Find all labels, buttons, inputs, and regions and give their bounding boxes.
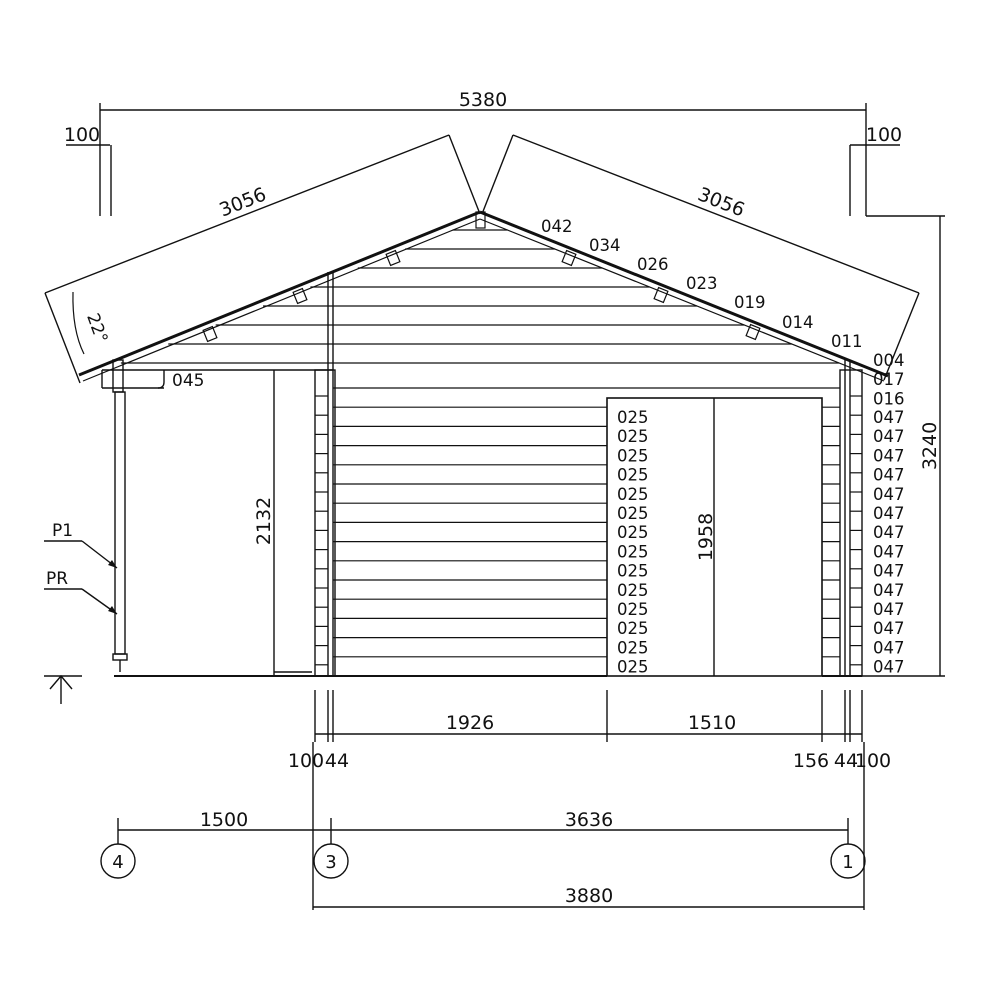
axis-marker-3-text: 3: [325, 852, 336, 873]
door-label: 025: [617, 542, 649, 561]
axis-marker-1-text: 1: [842, 852, 853, 873]
dimension-wall-segments: 1926 1510 100 44 156 44 100: [288, 690, 891, 772]
rafter-dimension-left: 3056: [44, 134, 481, 384]
dimension-1958: 1958: [695, 513, 717, 561]
gable-label: 014: [782, 313, 814, 332]
door-label: 025: [617, 523, 649, 542]
roof-angle-text: 22°: [82, 311, 111, 346]
side-label: 047: [873, 542, 905, 561]
axis-marker-3: 3: [313, 843, 349, 879]
side-label: 047: [873, 408, 905, 427]
side-label: 016: [873, 389, 905, 408]
door-labels: 0250250250250250250250250250250250250250…: [617, 408, 649, 677]
door-height-text: 1958: [695, 513, 717, 561]
side-labels: 0040170160470470470470470470470470470470…: [873, 351, 905, 677]
door-label: 025: [617, 658, 649, 677]
side-label: 047: [873, 581, 905, 600]
side-label: 047: [873, 523, 905, 542]
side-label: 047: [873, 619, 905, 638]
dimension-3880: 3880: [312, 742, 865, 910]
overall-base-text: 3880: [565, 885, 613, 907]
wall-segment-b-text: 1510: [688, 712, 736, 734]
door-label: 025: [617, 581, 649, 600]
leader-pr-text: PR: [46, 569, 68, 589]
dimension-5380: 5380: [99, 89, 867, 216]
side-label: 047: [873, 504, 905, 523]
porch-height-text: 2132: [253, 497, 275, 545]
wall-segment-a-text: 1926: [446, 712, 494, 734]
side-label: 047: [873, 427, 905, 446]
door-label: 025: [617, 600, 649, 619]
gable-label: 034: [589, 236, 621, 255]
bottom-right-156-text: 156: [793, 750, 829, 772]
door-label: 025: [617, 619, 649, 638]
leader-p1-text: P1: [52, 521, 73, 541]
door-label: 025: [617, 485, 649, 504]
axis-marker-4-text: 4: [112, 852, 123, 873]
door-label: 025: [617, 562, 649, 581]
door-label: 025: [617, 408, 649, 427]
axis-marker-4: 4: [100, 843, 136, 879]
bottom-left-100-text: 100: [288, 750, 324, 772]
gable-label: 023: [686, 274, 718, 293]
axis-dimension: 1500 3636: [117, 809, 849, 844]
bottom-left-44-text: 44: [325, 750, 349, 772]
gable-label: 042: [541, 217, 573, 236]
leader-p1: P1: [44, 521, 118, 569]
door-label: 025: [617, 504, 649, 523]
door-label: 025: [617, 446, 649, 465]
gable-label: 026: [637, 255, 669, 274]
bottom-right-100-text: 100: [855, 750, 891, 772]
door-label: 025: [617, 427, 649, 446]
overhang-left-text: 100: [64, 124, 100, 146]
side-label: 047: [873, 446, 905, 465]
roof-angle: 22°: [72, 291, 111, 355]
leader-pr: PR: [44, 569, 118, 615]
side-label: 047: [873, 638, 905, 657]
dimension-text-5380: 5380: [459, 89, 507, 111]
height-total-text: 3240: [919, 422, 941, 470]
beam-label: 045: [172, 371, 204, 391]
side-label: 004: [873, 351, 905, 370]
dimension-2132: 2132: [253, 497, 275, 545]
axis-span-right-text: 3636: [565, 809, 613, 831]
gable-label: 019: [734, 293, 766, 312]
side-label: 047: [873, 600, 905, 619]
overhang-right-text: 100: [866, 124, 902, 146]
door-label: 025: [617, 466, 649, 485]
porch: 045: [101, 359, 333, 676]
wall-logs: [315, 387, 862, 666]
side-label: 047: [873, 466, 905, 485]
overhang-right: 100: [849, 124, 902, 216]
door-label: 025: [617, 638, 649, 657]
dimension-3240: 3240: [862, 215, 945, 677]
overhang-left: 100: [64, 124, 112, 216]
gable-labels: 042 034 026 023 019 014 011: [541, 217, 863, 351]
ground-level-mark: [44, 674, 82, 704]
axis-marker-1: 1: [830, 843, 866, 879]
wall: [114, 272, 863, 677]
gable-logs: [120, 229, 840, 364]
side-label: 047: [873, 658, 905, 677]
side-label: 047: [873, 562, 905, 581]
side-label: 047: [873, 485, 905, 504]
roof: [78, 210, 889, 382]
axis-span-left-text: 1500: [200, 809, 248, 831]
side-label: 017: [873, 370, 905, 389]
gable-label: 011: [831, 332, 863, 351]
bottom-right-44-text: 44: [834, 750, 858, 772]
